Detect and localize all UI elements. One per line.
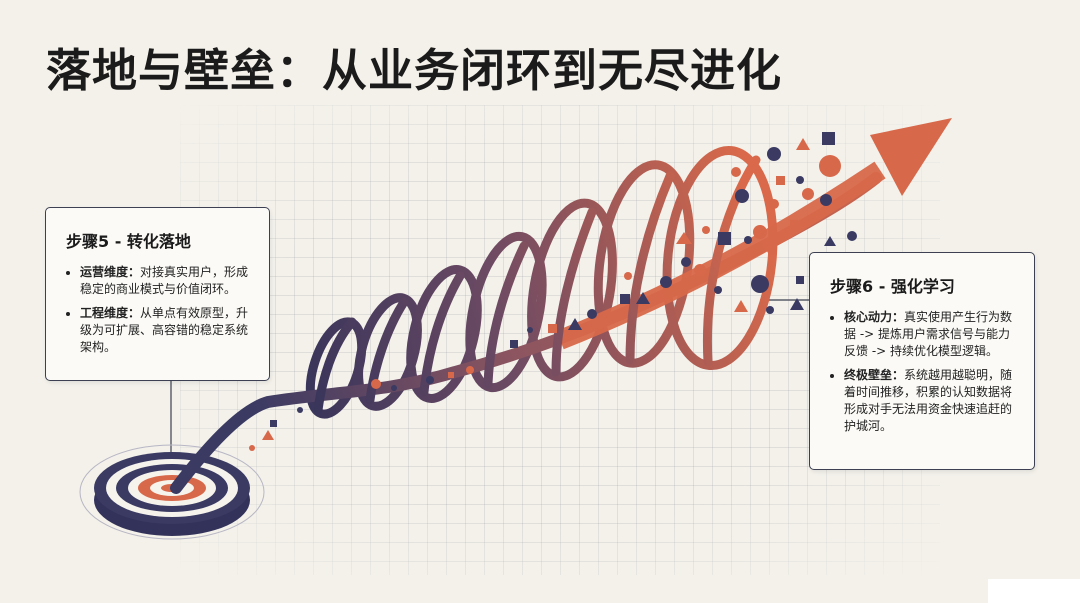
list-item: 核心动力：真实使用产生行为数据 -> 提炼用户需求信号与能力反馈 -> 持续优化… [844,309,1018,360]
arrow-head [870,118,952,196]
item-text: 从单点有效原型，升级为可扩展、高容错的稳定系统架构。 [80,306,249,354]
step5-list: 运营维度：对接真实用户，形成稳定的商业模式与价值闭环。 工程维度：从单点有效原型… [66,264,251,356]
step5-card: 步骤5 - 转化落地 运营维度：对接真实用户，形成稳定的商业模式与价值闭环。 工… [45,207,270,381]
list-item: 运营维度：对接真实用户，形成稳定的商业模式与价值闭环。 [80,264,251,298]
data-particles [249,132,857,451]
item-label: 终极壁垒： [844,368,905,382]
list-item: 工程维度：从单点有效原型，升级为可扩展、高容错的稳定系统架构。 [80,305,251,356]
item-text: 系统越用越聪明，随着时间推移，积累的认知数据将形成对手无法用资金快速追赶的护城河… [844,368,1013,433]
item-label: 工程维度： [80,306,141,320]
item-text: 真实使用产生行为数据 -> 提炼用户需求信号与能力反馈 -> 持续优化模型逻辑。 [844,310,1013,358]
step6-list: 核心动力：真实使用产生行为数据 -> 提炼用户需求信号与能力反馈 -> 持续优化… [830,309,1018,435]
page-title: 落地与壁垒：从业务闭环到无尽进化 [46,44,783,97]
corner-patch [988,579,1080,603]
item-label: 运营维度： [80,265,141,279]
step6-title: 步骤6 - 强化学习 [830,277,955,296]
item-label: 核心动力： [844,310,905,324]
list-item: 终极壁垒：系统越用越聪明，随着时间推移，积累的认知数据将形成对手无法用资金快速追… [844,367,1018,435]
item-text: 对接真实用户，形成稳定的商业模式与价值闭环。 [80,265,249,296]
step5-title: 步骤5 - 转化落地 [66,232,191,251]
step6-card: 步骤6 - 强化学习 核心动力：真实使用产生行为数据 -> 提炼用户需求信号与能… [809,252,1035,470]
